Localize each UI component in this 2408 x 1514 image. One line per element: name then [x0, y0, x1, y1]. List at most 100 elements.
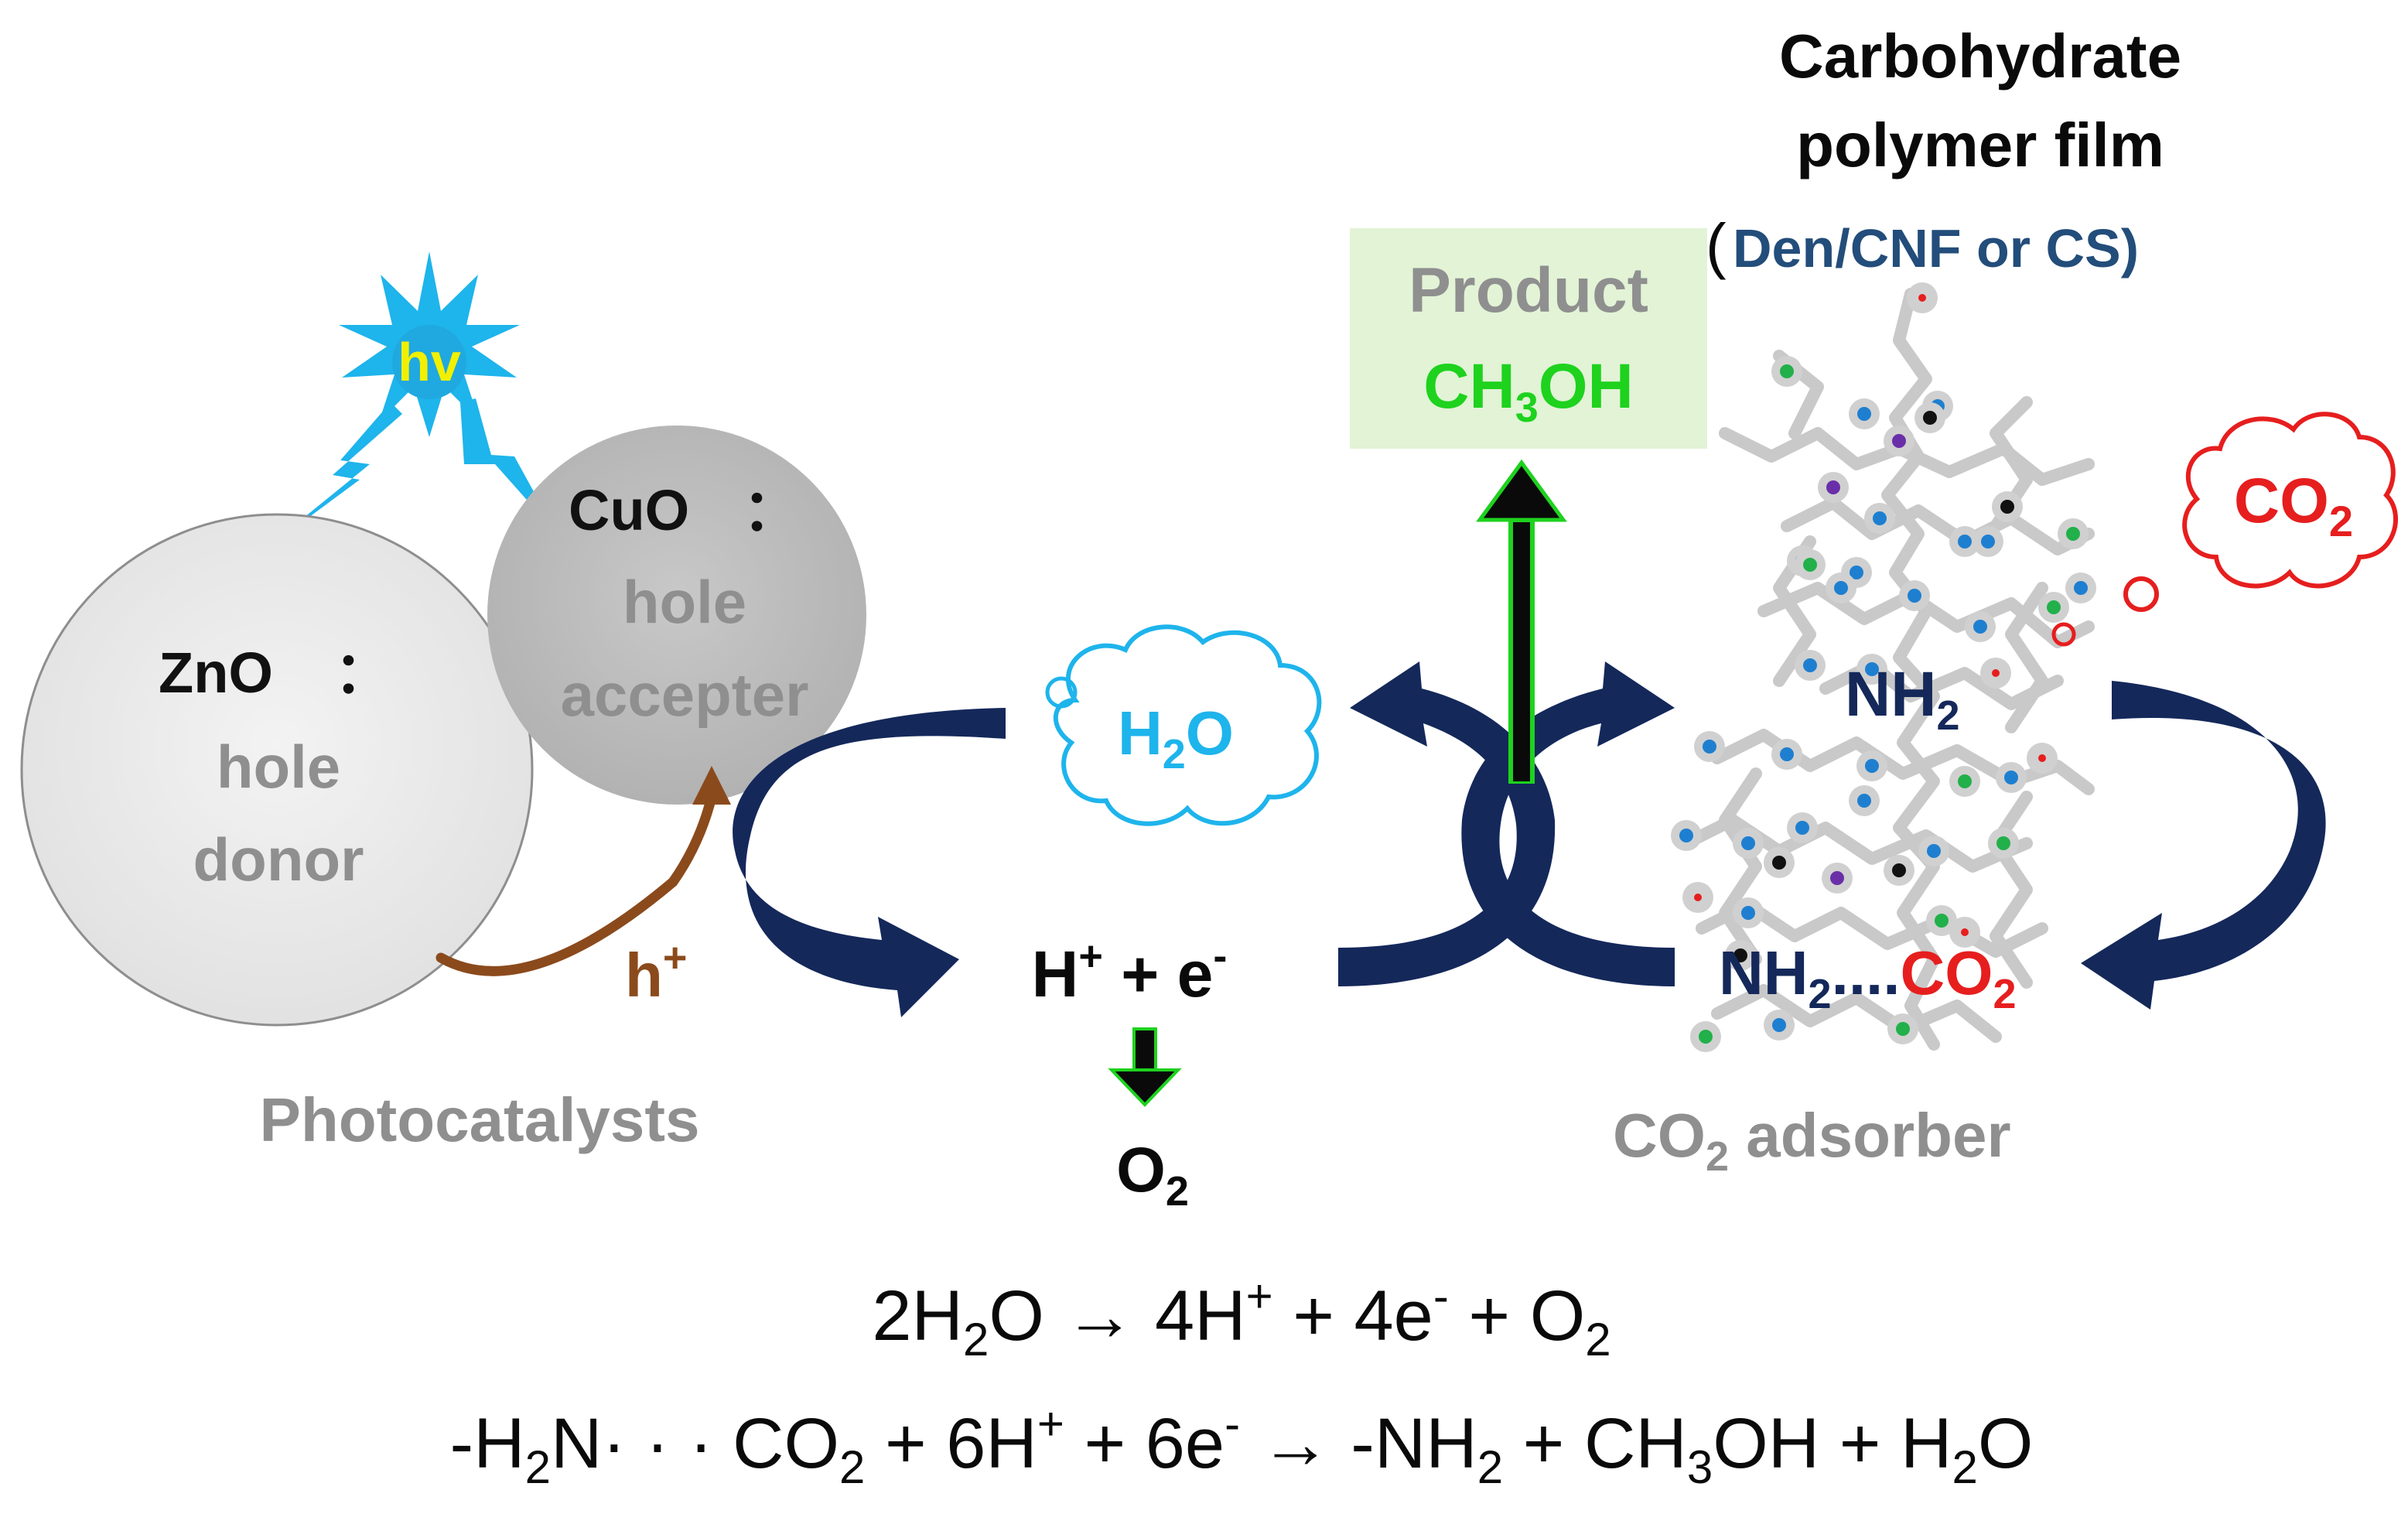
polymer-node	[1834, 581, 1848, 595]
co2-cloud-outline	[2182, 412, 2399, 589]
polymer-node	[1830, 871, 1844, 885]
co2-bubble-small	[2051, 622, 2076, 647]
cuo-role-line1: hole	[623, 568, 746, 636]
polymer-node	[1733, 948, 1747, 962]
product-title: Product	[1409, 255, 1648, 326]
polymer-node	[1892, 863, 1906, 877]
polymer-node	[1826, 480, 1840, 494]
film-title-line2: polymer film	[1796, 111, 2164, 179]
polymer-node	[1703, 740, 1716, 754]
polymer-node	[2066, 527, 2080, 541]
cuo-name: CuO	[569, 478, 689, 542]
amine-co2-complex: NH2....CO2	[1719, 938, 2017, 1017]
product-formula: CH3OH	[1423, 351, 1633, 431]
polymer-node	[1935, 914, 1949, 928]
product-arrow-shaft	[1513, 522, 1530, 781]
polymer-node	[1795, 821, 1809, 835]
polymer-node	[1865, 662, 1879, 676]
polymer-node	[1679, 829, 1693, 842]
light-source: hv	[255, 251, 557, 557]
polymer-node	[1857, 407, 1871, 421]
polymer-node	[1780, 747, 1794, 761]
cuo-particle	[487, 425, 866, 805]
oxygen-arrow-head-icon	[1108, 1068, 1182, 1107]
polymer-node	[2047, 600, 2061, 614]
polymer-node	[1992, 669, 2000, 677]
polymer-node	[1892, 434, 1906, 448]
polymer-network	[1671, 282, 2096, 1052]
polymer-node	[1981, 535, 1995, 549]
polymer-node	[1961, 928, 1969, 936]
equation-water-oxidation: 2H2O → 4H+ + 4e- + O2	[872, 1270, 1610, 1365]
film-title: Carbohydrate polymer film ( Den/CNF or C…	[1706, 22, 2181, 280]
polymer-node	[1918, 294, 1926, 302]
polymer-node	[1850, 566, 1863, 579]
polymer-node	[1741, 906, 1755, 920]
polymer-node	[1927, 844, 1941, 858]
polymer-node	[1958, 535, 1972, 549]
zno-role-line1: hole	[217, 733, 340, 801]
film-materials: Den/CNF or CS)	[1733, 218, 2139, 279]
hole-label: h+	[625, 935, 687, 1010]
sun-core	[392, 325, 466, 399]
zno-role-line2: donor	[193, 825, 364, 894]
polymer-node	[1772, 856, 1786, 870]
photocatalysts: ZnO ： hole donor CuO ： hole accepter h+ …	[20, 425, 866, 1154]
oxygen-arrow-shaft	[1132, 1027, 1157, 1073]
cuo-role-line2: accepter	[561, 661, 809, 729]
polymer-chains	[1680, 288, 2095, 1051]
amine-label: NH2	[1845, 659, 1959, 739]
water-cloud: H2O	[1045, 624, 1322, 826]
oxygen-arrow	[1108, 1027, 1182, 1107]
polymer-node	[1896, 1022, 1910, 1036]
polymer-node	[2038, 754, 2046, 762]
polymer-node	[1772, 1018, 1786, 1032]
polymer-node	[2004, 771, 2018, 784]
polymer-functional-groups	[1671, 282, 2096, 1052]
product-box-bg	[1350, 228, 1707, 449]
product-arrow-head-icon	[1476, 459, 1567, 522]
co2-bubble-large	[2123, 576, 2159, 612]
polymer-node	[1958, 774, 1972, 788]
polymer-node	[1803, 558, 1817, 572]
hole-transfer-arrowhead-icon	[692, 766, 731, 805]
oxygen-formula: O2	[1116, 1135, 1189, 1215]
polymer-node	[1908, 589, 1921, 603]
lightning-bolt-left-icon	[255, 402, 402, 557]
adsorber-label: CO2 adsorber	[1613, 1101, 2011, 1180]
zno-name: ZnO	[159, 641, 273, 705]
film-title-line1: Carbohydrate	[1779, 22, 2181, 91]
right-curved-arrow	[2081, 681, 2326, 1010]
film-paren-open: (	[1706, 211, 1727, 280]
polymer-node	[2000, 500, 2014, 514]
left-curved-arrow	[733, 708, 1006, 1017]
polymer-node	[1973, 620, 1987, 634]
co2-formula: CO2	[2234, 466, 2353, 545]
water-formula: H2O	[1118, 699, 1234, 778]
protons-electrons: H+ + e-	[1032, 933, 1228, 1010]
equation-co2-reduction: -H2N· · · CO2 + 6H+ + 6e- → -NH2 + CH3OH…	[450, 1398, 2034, 1493]
zno-colon: ：	[334, 641, 391, 705]
polymer-node	[2074, 581, 2088, 595]
co2-cloud: CO2	[2051, 412, 2399, 647]
polymer-node	[1741, 836, 1755, 850]
polymer-node	[1694, 894, 1702, 901]
hv-label: hv	[398, 332, 461, 392]
polymer-node	[1857, 794, 1871, 808]
polymer-node	[1873, 511, 1887, 525]
polymer-node	[1996, 836, 2010, 850]
polymer-node	[1803, 658, 1817, 672]
product-box: Product CH3OH	[1350, 228, 1707, 449]
zno-particle	[20, 513, 534, 1027]
polymer-node	[1865, 759, 1879, 773]
polymer-node	[1699, 1030, 1713, 1044]
polymer-node	[1923, 411, 1937, 425]
photocatalysts-label: Photocatalysts	[259, 1085, 699, 1154]
water-bubble	[1045, 676, 1078, 709]
polymer-node	[1780, 364, 1794, 378]
hole-transfer-arrow	[435, 791, 717, 976]
water-cloud-outline	[1053, 624, 1322, 826]
cuo-colon: ：	[743, 478, 800, 542]
